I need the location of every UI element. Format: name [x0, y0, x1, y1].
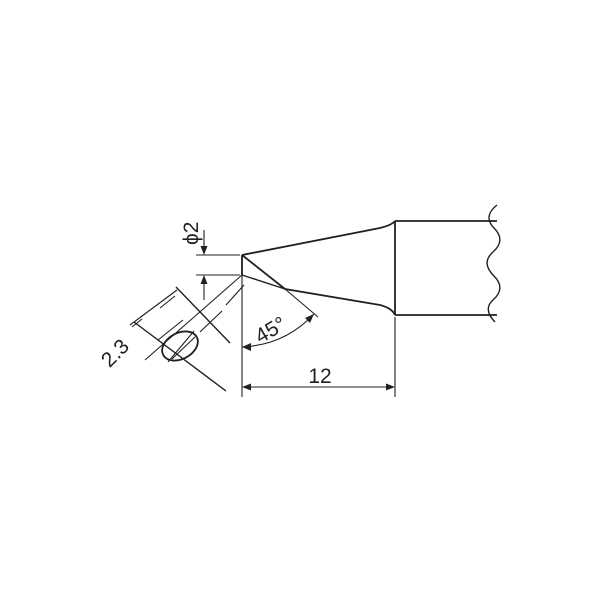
tip-barrel: [394, 204, 501, 323]
diameter-dimension: ϕ2: [180, 222, 240, 300]
length-label: 12: [308, 365, 331, 388]
bevel-width-dimension: 2.3: [97, 274, 245, 392]
break-line: [486, 204, 501, 323]
bevel-face: [161, 330, 199, 362]
bevel-width-label: 2.3: [97, 335, 134, 372]
diameter-label: ϕ2: [180, 222, 203, 245]
angle-dimension: 45°: [241, 288, 319, 351]
length-dimension: 12: [241, 255, 396, 397]
angle-label: 45°: [251, 312, 290, 348]
tip-cone: [241, 220, 396, 316]
